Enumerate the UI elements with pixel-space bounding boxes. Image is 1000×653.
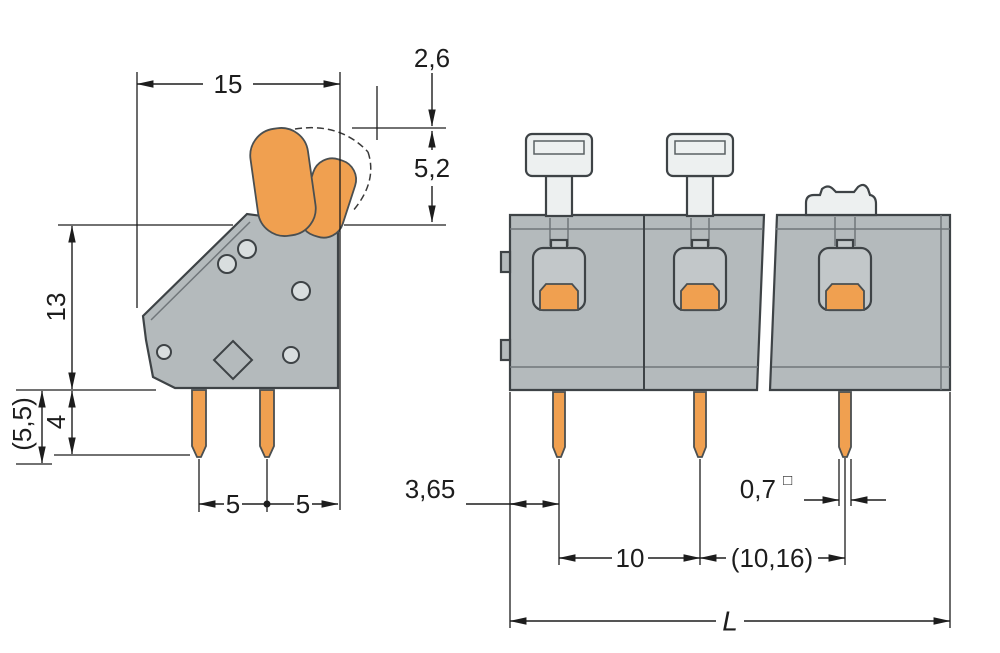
diamond-cutout: [212, 339, 254, 381]
front-view: [499, 132, 952, 458]
label-pin-pitch-b: 5: [296, 489, 310, 519]
dimension-lines: [38, 73, 951, 625]
square-symbol-icon: □: [783, 472, 792, 489]
hole-upper-a: [217, 254, 237, 274]
front-pin-2: [693, 391, 707, 458]
lever-open-side-edge: [351, 151, 372, 213]
body-side-outline: [141, 212, 340, 390]
dimension-labels: 15 2,6 5,2 13 4 (5,5) 5 5 3,65 10 (10,16…: [7, 43, 813, 637]
side-view: [141, 126, 372, 458]
terminal-body-side: [141, 212, 340, 390]
pusher-1-slot: [533, 140, 585, 155]
body-side-details: [156, 239, 311, 381]
label-pin-length: 4: [41, 415, 71, 429]
label-lever-height: 5,2: [414, 153, 450, 183]
clamp-1-spring: [539, 283, 579, 311]
pusher-2-cap: [665, 132, 735, 178]
pusher-2: [665, 132, 735, 246]
side-pin-left: [191, 389, 207, 458]
front-pin-1: [552, 391, 566, 458]
hole-left-lower: [156, 344, 172, 360]
pusher-2-stem: [685, 174, 715, 218]
label-overall-length: L: [722, 606, 738, 637]
lever-open-position-dashed: [294, 126, 372, 213]
label-pin-square-value: 0,7: [740, 474, 776, 504]
pusher-1-cap: [524, 132, 594, 178]
clamp-unit-1: [531, 238, 587, 312]
side-pin-right: [259, 389, 275, 458]
clamp-unit-3: [817, 238, 873, 312]
mounting-tab-upper: [499, 250, 512, 274]
pusher-3: [804, 183, 878, 246]
clamp-unit-2: [672, 238, 728, 312]
front-pin-3: [838, 391, 852, 458]
pins-side-view: [191, 389, 275, 458]
label-width: 15: [214, 69, 243, 99]
label-height: 13: [41, 293, 71, 322]
pusher-3-cap: [804, 183, 878, 217]
hole-right-lower: [282, 346, 300, 364]
clamp-3-spring: [825, 283, 865, 311]
label-edge-to-pin: 3,65: [405, 474, 456, 504]
label-pin-length-alt: (5,5): [7, 397, 37, 450]
dim-pin-pitch-dot: [263, 500, 271, 508]
pusher-1-stem: [544, 174, 574, 218]
body-side-slant-inner-line: [150, 221, 251, 321]
pusher-2-slot: [674, 140, 726, 155]
hole-right-upper: [291, 281, 311, 301]
label-pin-pitch-a: 5: [226, 489, 240, 519]
label-pitch: 10: [616, 543, 645, 573]
lever-finger-front: [249, 127, 317, 237]
lever-open-top-edge: [294, 126, 369, 153]
label-pin-square: 0,7 □: [740, 472, 792, 505]
dimension-extension-lines: [16, 72, 951, 628]
label-pitch-alt: (10,16): [731, 543, 813, 573]
lever: [249, 127, 357, 239]
mounting-tab-lower: [499, 338, 512, 362]
label-lever-overhang: 2,6: [414, 43, 450, 73]
clamp-2-spring: [680, 283, 720, 311]
pins-front-view: [552, 391, 852, 458]
hole-upper-b: [237, 239, 257, 259]
